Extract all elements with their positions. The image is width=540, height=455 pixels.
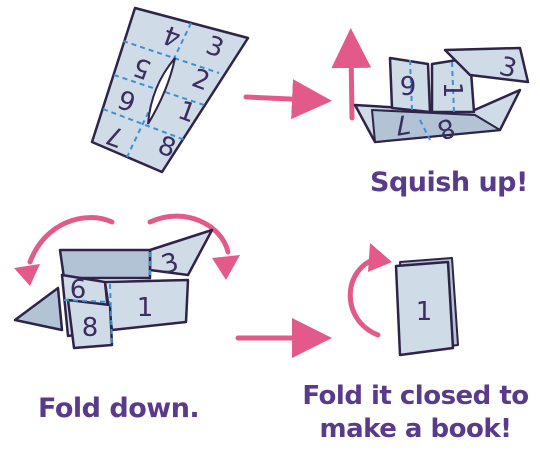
folded-number: 1: [137, 293, 154, 323]
squished-number: 1: [437, 82, 467, 99]
curved-arrow-left-icon: [14, 264, 40, 286]
folded-number: 8: [82, 313, 99, 343]
caption-text-line2: make a book!: [319, 414, 513, 444]
step3-folded-star: 6 3 8 1: [13, 213, 240, 350]
step4-booklet: 1: [347, 243, 459, 357]
step1-flat-sheet: 4 5 3 2 6 1 7 8: [90, 6, 250, 174]
caption-squish-up: Squish up!: [370, 166, 528, 199]
folded-number: 3: [158, 247, 182, 280]
up-arrow-icon: [331, 28, 372, 121]
squished-number: 6: [400, 69, 417, 99]
folded-number: 6: [70, 275, 87, 305]
curved-arrow-right-icon: [212, 255, 240, 280]
squished-number: 7: [391, 108, 413, 140]
squished-number: 3: [496, 51, 520, 84]
step2-squished-sheet: 6 1 3 7 8: [331, 28, 530, 145]
curved-arrow-close-icon: [368, 243, 392, 272]
right-arrow-icon: [243, 79, 332, 120]
booklet-number: 1: [416, 297, 433, 327]
caption-fold-down: Fold down.: [38, 392, 200, 425]
caption-text: Squish up!: [370, 167, 528, 198]
caption-text-line1: Fold it closed to: [302, 381, 529, 411]
caption-text: Fold down.: [38, 393, 200, 424]
caption-fold-closed: Fold it closed to make a book!: [293, 380, 538, 446]
